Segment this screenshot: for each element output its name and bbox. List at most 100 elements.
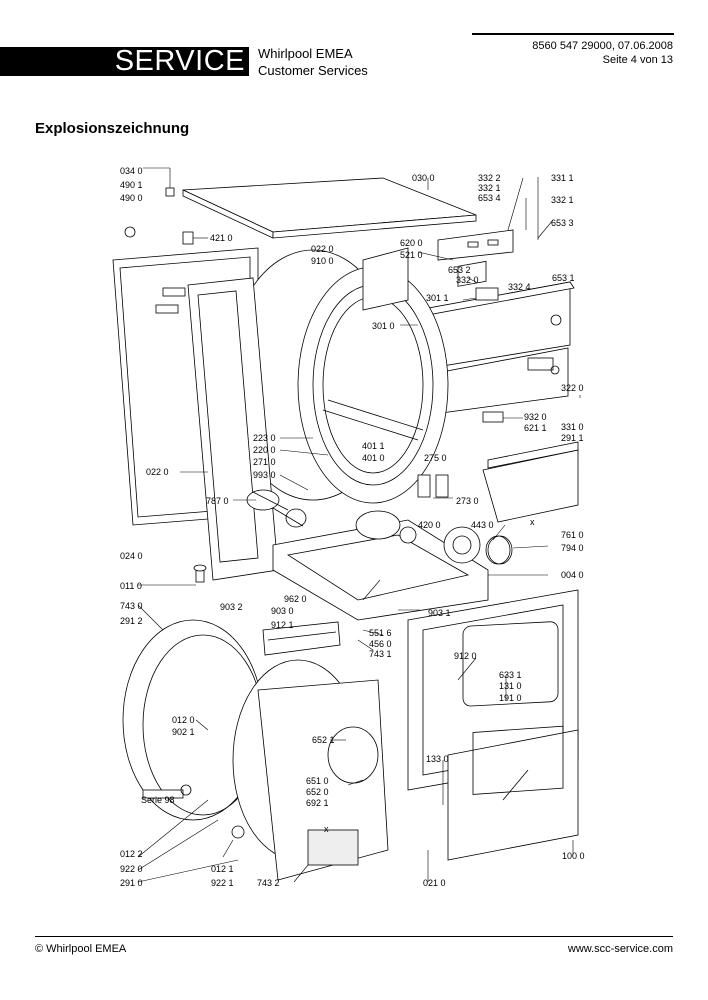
label-3321-right: 332 1 [551,195,574,205]
label-4010: 401 0 [362,453,385,463]
bracket-clips [417,411,504,498]
label-4900: 490 0 [120,193,143,203]
label-0210: 021 0 [423,878,446,888]
label-7431: 743 1 [369,649,392,659]
label-1310: 131 0 [499,681,522,691]
door [447,725,579,861]
label-7430: 743 0 [120,601,143,611]
label-6331: 633 1 [499,670,522,680]
label-0122: 012 2 [120,849,143,859]
label-3324: 332 4 [508,282,531,292]
label-2750: 275 0 [424,453,447,463]
company-department: Customer Services [258,63,368,78]
company-block: Whirlpool EMEA Customer Services [258,45,368,79]
label-0110: 011 0 [120,581,142,591]
label-9100: 910 0 [311,256,334,266]
footer-rule [35,936,673,937]
label-0121: 012 1 [211,864,234,874]
label-0300: 030 0 [412,173,435,183]
label-7610: 761 0 [561,530,584,540]
mark-x-duct: x [324,824,329,834]
filter-grille [482,441,579,523]
label-2910: 291 0 [120,878,143,888]
label-3321: 332 1 [478,183,501,193]
label-4210: 421 0 [210,233,233,243]
label-0220-left: 022 0 [146,467,169,477]
label-0120: 012 0 [172,715,195,725]
label-1910: 191 0 [499,693,522,703]
label-4430: 443 0 [471,520,494,530]
label-6520: 652 0 [306,787,329,797]
label-2730: 273 0 [456,496,479,506]
motor [355,510,511,565]
screw [193,564,207,583]
base-plate [272,519,489,621]
service-banner: SERVICE [0,47,249,76]
label-4560: 456 0 [369,639,392,649]
mark-x-grille: x [530,517,535,527]
label-6532: 653 2 [448,265,471,275]
label-6521: 652 1 [312,735,335,745]
label-6531: 653 1 [552,273,575,283]
header-rule [472,33,674,35]
label-9930: 993 0 [253,470,276,480]
label-0220-top: 022 0 [311,244,334,254]
label-2912: 291 2 [120,616,143,626]
label-4200: 420 0 [418,520,441,530]
electronics-board [437,229,514,301]
label-7940: 794 0 [561,543,584,553]
label-5210: 521 0 [400,250,423,260]
label-1330: 133 0 [426,754,449,764]
label-6534: 653 4 [478,193,501,203]
label-3011: 301 1 [426,293,449,303]
heater-element [262,621,341,656]
label-6211: 621 1 [524,423,547,433]
label-6200: 620 0 [400,238,423,248]
page-title: Explosionszeichnung [35,120,190,137]
exploded-view-svg: 034 0 490 1 490 0 421 0 030 0 332 2 332 … [112,166,585,888]
label-9320: 932 0 [524,412,547,422]
label-9221: 922 1 [211,878,234,888]
series-stamp: Serie 98 [141,795,175,805]
label-6921: 692 1 [306,798,329,808]
drum [227,249,449,504]
drum-support [362,247,409,311]
ring [487,535,513,565]
label-9120: 912 0 [454,651,477,661]
label-4011: 401 1 [362,441,385,451]
label-6533: 653 3 [551,218,574,228]
label-4901: 490 1 [120,180,143,190]
label-7432: 743 2 [257,878,280,888]
label-2200: 220 0 [253,445,276,455]
label-0040: 004 0 [561,570,584,580]
hose [246,489,307,528]
label-9220: 922 0 [120,864,143,874]
label-3220: 322 0 [561,383,584,393]
document-info: 8560 547 29000, 07.06.2008 Seite 4 von 1… [532,39,673,67]
label-2710: 271 0 [253,457,276,467]
label-9031: 903 1 [428,608,451,618]
label-7870: 787 0 [206,496,229,506]
label-9620: 962 0 [284,594,307,604]
label-0240: 024 0 [120,551,143,561]
label-3322: 332 2 [478,173,501,183]
label-3311: 331 1 [551,173,574,183]
document-reference: 8560 547 29000, 07.06.2008 [532,40,673,52]
rear-wall [122,619,264,821]
blower-duct [232,659,389,881]
label-1000: 100 0 [562,851,585,861]
label-2911: 291 1 [561,433,584,443]
label-2230: 223 0 [253,433,276,443]
label-9121: 912 1 [271,620,294,630]
footer-website: www.scc-service.com [567,943,673,955]
page-number: Seite 4 von 13 [602,54,673,66]
leader-lines [137,167,581,883]
label-9021: 902 1 [172,727,195,737]
top-lid [182,177,477,239]
label-9032: 903 2 [220,602,243,612]
exploded-view-diagram: 034 0 490 1 490 0 421 0 030 0 332 2 332 … [108,160,595,895]
label-5516: 551 6 [369,628,392,638]
part-labels: 034 0 490 1 490 0 421 0 030 0 332 2 332 … [120,166,585,888]
label-3320: 332 0 [456,275,479,285]
company-name: Whirlpool EMEA [258,46,353,61]
